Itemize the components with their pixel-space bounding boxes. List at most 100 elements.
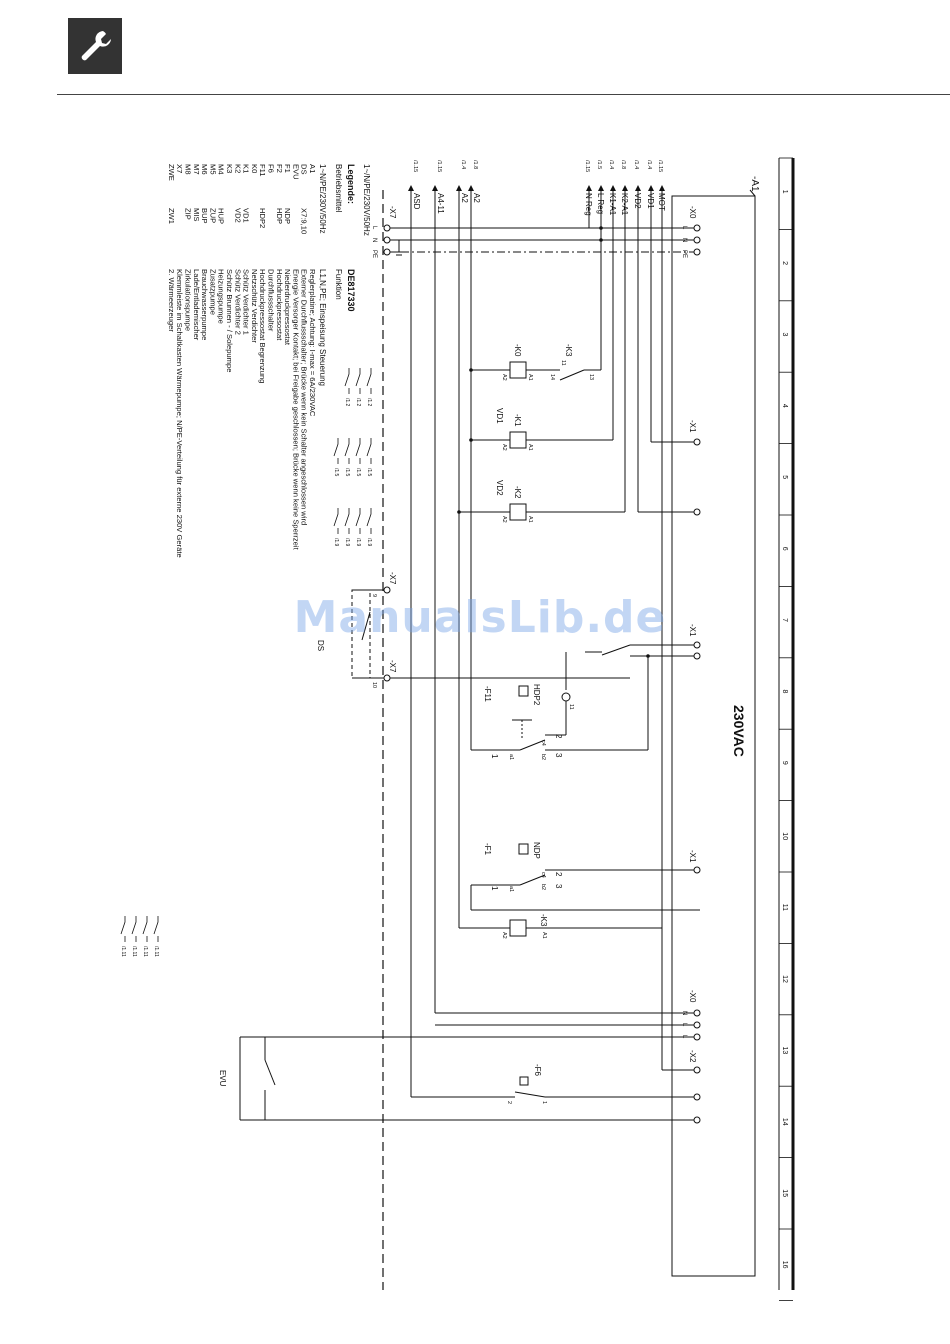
column-number: 14 bbox=[781, 1118, 788, 1126]
x1-c-label: -X1 bbox=[688, 850, 697, 863]
k3-contact-symbols: /1.11/1.11/1.11/1.11 bbox=[120, 916, 159, 957]
contact-symbol bbox=[366, 508, 372, 534]
legend-item-code: EVU bbox=[291, 164, 300, 180]
x0-bottom-pin-3: L bbox=[681, 1035, 687, 1039]
legend-title: Legende: bbox=[346, 164, 356, 204]
k0-pin-a1: A1 bbox=[527, 374, 533, 381]
x7-c-label: -X7 bbox=[388, 572, 397, 585]
legend-item-text: Brauchwasserpumpe bbox=[200, 269, 209, 340]
signal-vd2-ref: /1.4 bbox=[633, 160, 639, 169]
column-number: 6 bbox=[781, 547, 788, 551]
k1-func: VD1 bbox=[495, 408, 504, 424]
legend-item-code: K0 bbox=[250, 164, 259, 173]
legend-item-code: M6 bbox=[200, 164, 209, 175]
signal-l-reg: L Reg bbox=[596, 193, 605, 214]
contact-ref: /1.5 bbox=[355, 468, 361, 477]
signal-k2-a1-ref: /1.8 bbox=[620, 160, 626, 169]
terminal-x0-bottom bbox=[239, 1009, 701, 1121]
legend-item-text: Zusatzpumpe bbox=[208, 269, 217, 315]
contact-symbol bbox=[333, 438, 339, 464]
k3-top-pin-14: 14 bbox=[549, 374, 555, 380]
k0-coil bbox=[469, 361, 530, 379]
contact-ref: /1.5 bbox=[344, 468, 350, 477]
left-signal-asd: ASD bbox=[412, 193, 421, 210]
legend-item-sub: HDP bbox=[275, 208, 284, 224]
supply-pin-l: L bbox=[371, 226, 377, 230]
k3-top-label: -K3 bbox=[564, 344, 573, 357]
x0-top-pin-n: N bbox=[681, 238, 687, 242]
contact-symbol bbox=[142, 916, 148, 942]
board-a1 bbox=[671, 189, 756, 1277]
k3-top-pin-13: 13 bbox=[588, 374, 594, 380]
x1-a-label: -X1 bbox=[688, 420, 697, 433]
k3-bottom-pin-a2: A2 bbox=[501, 932, 507, 939]
legend-item-code: M5 bbox=[208, 164, 217, 175]
x0-top-pin-pe: PE bbox=[681, 250, 687, 258]
contact-symbol bbox=[355, 508, 361, 534]
contact-ref: /1.2 bbox=[344, 398, 350, 407]
legend-item-code: X7 bbox=[175, 164, 184, 173]
signal-vd1-ref: /1.4 bbox=[646, 160, 652, 169]
x0-bottom-pin-1: N bbox=[681, 1011, 687, 1015]
signal-k1-a1-ref: /1.4 bbox=[608, 160, 614, 169]
column-number: 4 bbox=[781, 404, 788, 408]
k2-label: -K2 bbox=[513, 486, 522, 499]
signal-vd2: VD2 bbox=[633, 193, 642, 209]
f1-pin-2: 2 bbox=[554, 872, 563, 877]
f11-pin-b2: b2 bbox=[540, 754, 546, 760]
f11-pin-2: 2 bbox=[554, 734, 563, 739]
wrench-icon-box bbox=[68, 18, 122, 74]
contact-ref: /1.11 bbox=[131, 946, 137, 957]
f6-pin-1: 1 bbox=[541, 1101, 547, 1104]
signal-vd1: VD1 bbox=[646, 193, 655, 209]
legend-item-sub: ZUP bbox=[208, 208, 217, 223]
contact-symbol bbox=[344, 438, 350, 464]
column-number: 11 bbox=[781, 904, 788, 911]
legend-item-text: Heizungspumpe bbox=[217, 269, 226, 324]
left-signal-a2-1: A2 bbox=[472, 193, 481, 203]
k2-coil bbox=[457, 440, 701, 521]
column-number: 10 bbox=[781, 832, 788, 840]
signal-k2-a1: K2-A1 bbox=[620, 193, 629, 216]
contact-ref: /1.5 bbox=[366, 468, 372, 477]
legend-item-text: Zirkulationspumpe bbox=[184, 269, 193, 331]
k3-bottom-pin-a1: A1 bbox=[541, 932, 547, 939]
legend-header-right: Funktion bbox=[334, 269, 343, 300]
legend-item-text: 2. Wärmeerzeuger bbox=[167, 269, 176, 332]
column-number: 13 bbox=[781, 1047, 788, 1055]
legend-item-code: K2 bbox=[233, 164, 242, 173]
legend-item-sub: X7:9,10 bbox=[300, 208, 309, 234]
legend-item-code: M8 bbox=[184, 164, 193, 175]
header-rule bbox=[57, 94, 950, 95]
signal-n-reg: N Reg bbox=[584, 193, 593, 216]
column-number: 5 bbox=[781, 475, 788, 479]
signal-arrows-left bbox=[408, 185, 474, 1097]
supply-line-label: 1~/N/PE/230V/50Hz bbox=[362, 164, 371, 236]
legend-item-code: F11 bbox=[258, 164, 267, 177]
legend-item-sub: BUP bbox=[200, 208, 209, 224]
legend-doc-id: DE817330 bbox=[346, 269, 356, 312]
supply-lines bbox=[382, 190, 695, 1290]
left-signal-a4-11-ref: /1.15 bbox=[436, 160, 442, 172]
contact-symbol bbox=[120, 916, 126, 942]
k2-pin-a1: A1 bbox=[527, 516, 533, 523]
contact-symbol bbox=[355, 368, 361, 394]
legend-item-code: M7 bbox=[192, 164, 201, 175]
ndp-label: NDP bbox=[532, 842, 541, 859]
legend-item-text: Hochdruckpressostat Begrenzung bbox=[258, 269, 267, 383]
contact-symbol bbox=[355, 438, 361, 464]
legend-item-sub: MIS bbox=[192, 208, 201, 222]
column-number: 8 bbox=[781, 690, 788, 694]
x0-top-pin-l: L bbox=[681, 226, 687, 230]
contact-ref: /1.11 bbox=[120, 946, 126, 957]
left-signal-a2-1-ref: /1.8 bbox=[472, 160, 478, 169]
signal-mot: MOT bbox=[657, 193, 666, 211]
legend-item-text: Lade/Entlademischer bbox=[192, 269, 201, 341]
contact-ref: /1.9 bbox=[344, 538, 350, 547]
contact-symbol bbox=[153, 916, 159, 942]
f1-pin-a1: a1 bbox=[508, 886, 514, 892]
contact-ref: /1.5 bbox=[333, 468, 339, 477]
contact-symbol bbox=[333, 508, 339, 534]
legend-item-text: Durchflussschalter bbox=[267, 269, 276, 332]
